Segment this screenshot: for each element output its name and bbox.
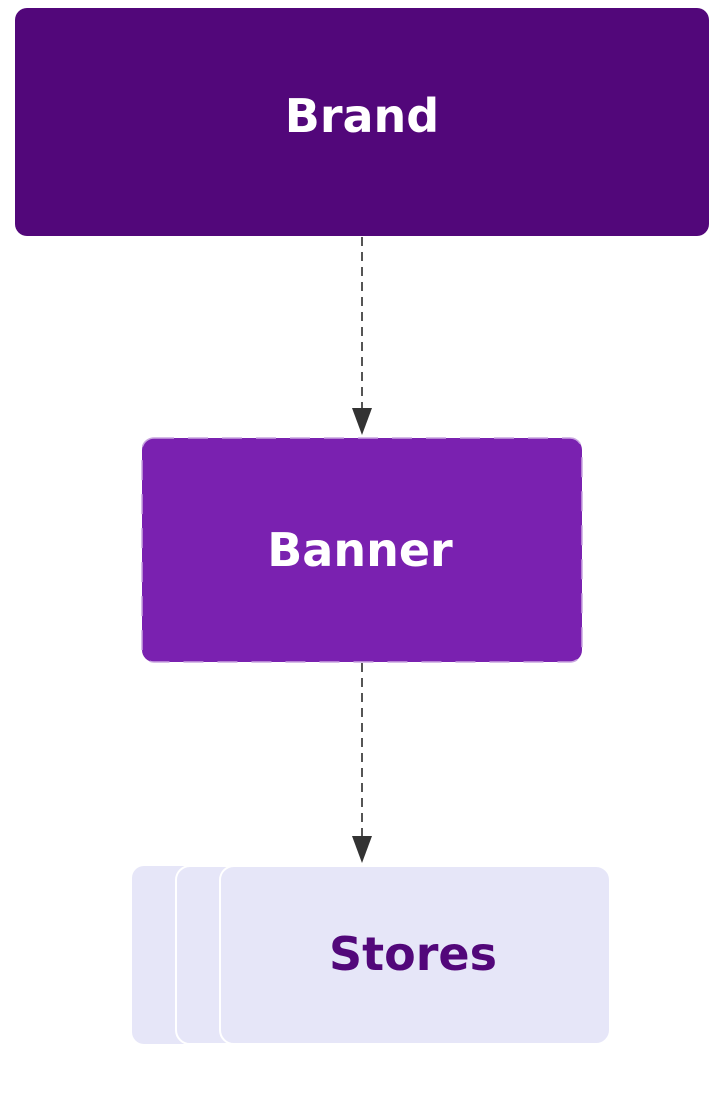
node-brand[interactable]: Brand <box>15 8 709 236</box>
node-brand-label: Brand <box>285 89 439 143</box>
node-stores-label: Stores <box>329 927 497 981</box>
arrowhead-icon <box>352 408 372 435</box>
edge-brand-to-banner <box>352 237 372 435</box>
node-stores[interactable]: Stores <box>132 865 611 1045</box>
edge-banner-to-stores <box>352 663 372 863</box>
node-banner[interactable]: Banner <box>141 437 583 663</box>
stack-card-front <box>219 865 611 1045</box>
node-banner-label: Banner <box>267 523 453 577</box>
arrowhead-icon <box>352 836 372 863</box>
